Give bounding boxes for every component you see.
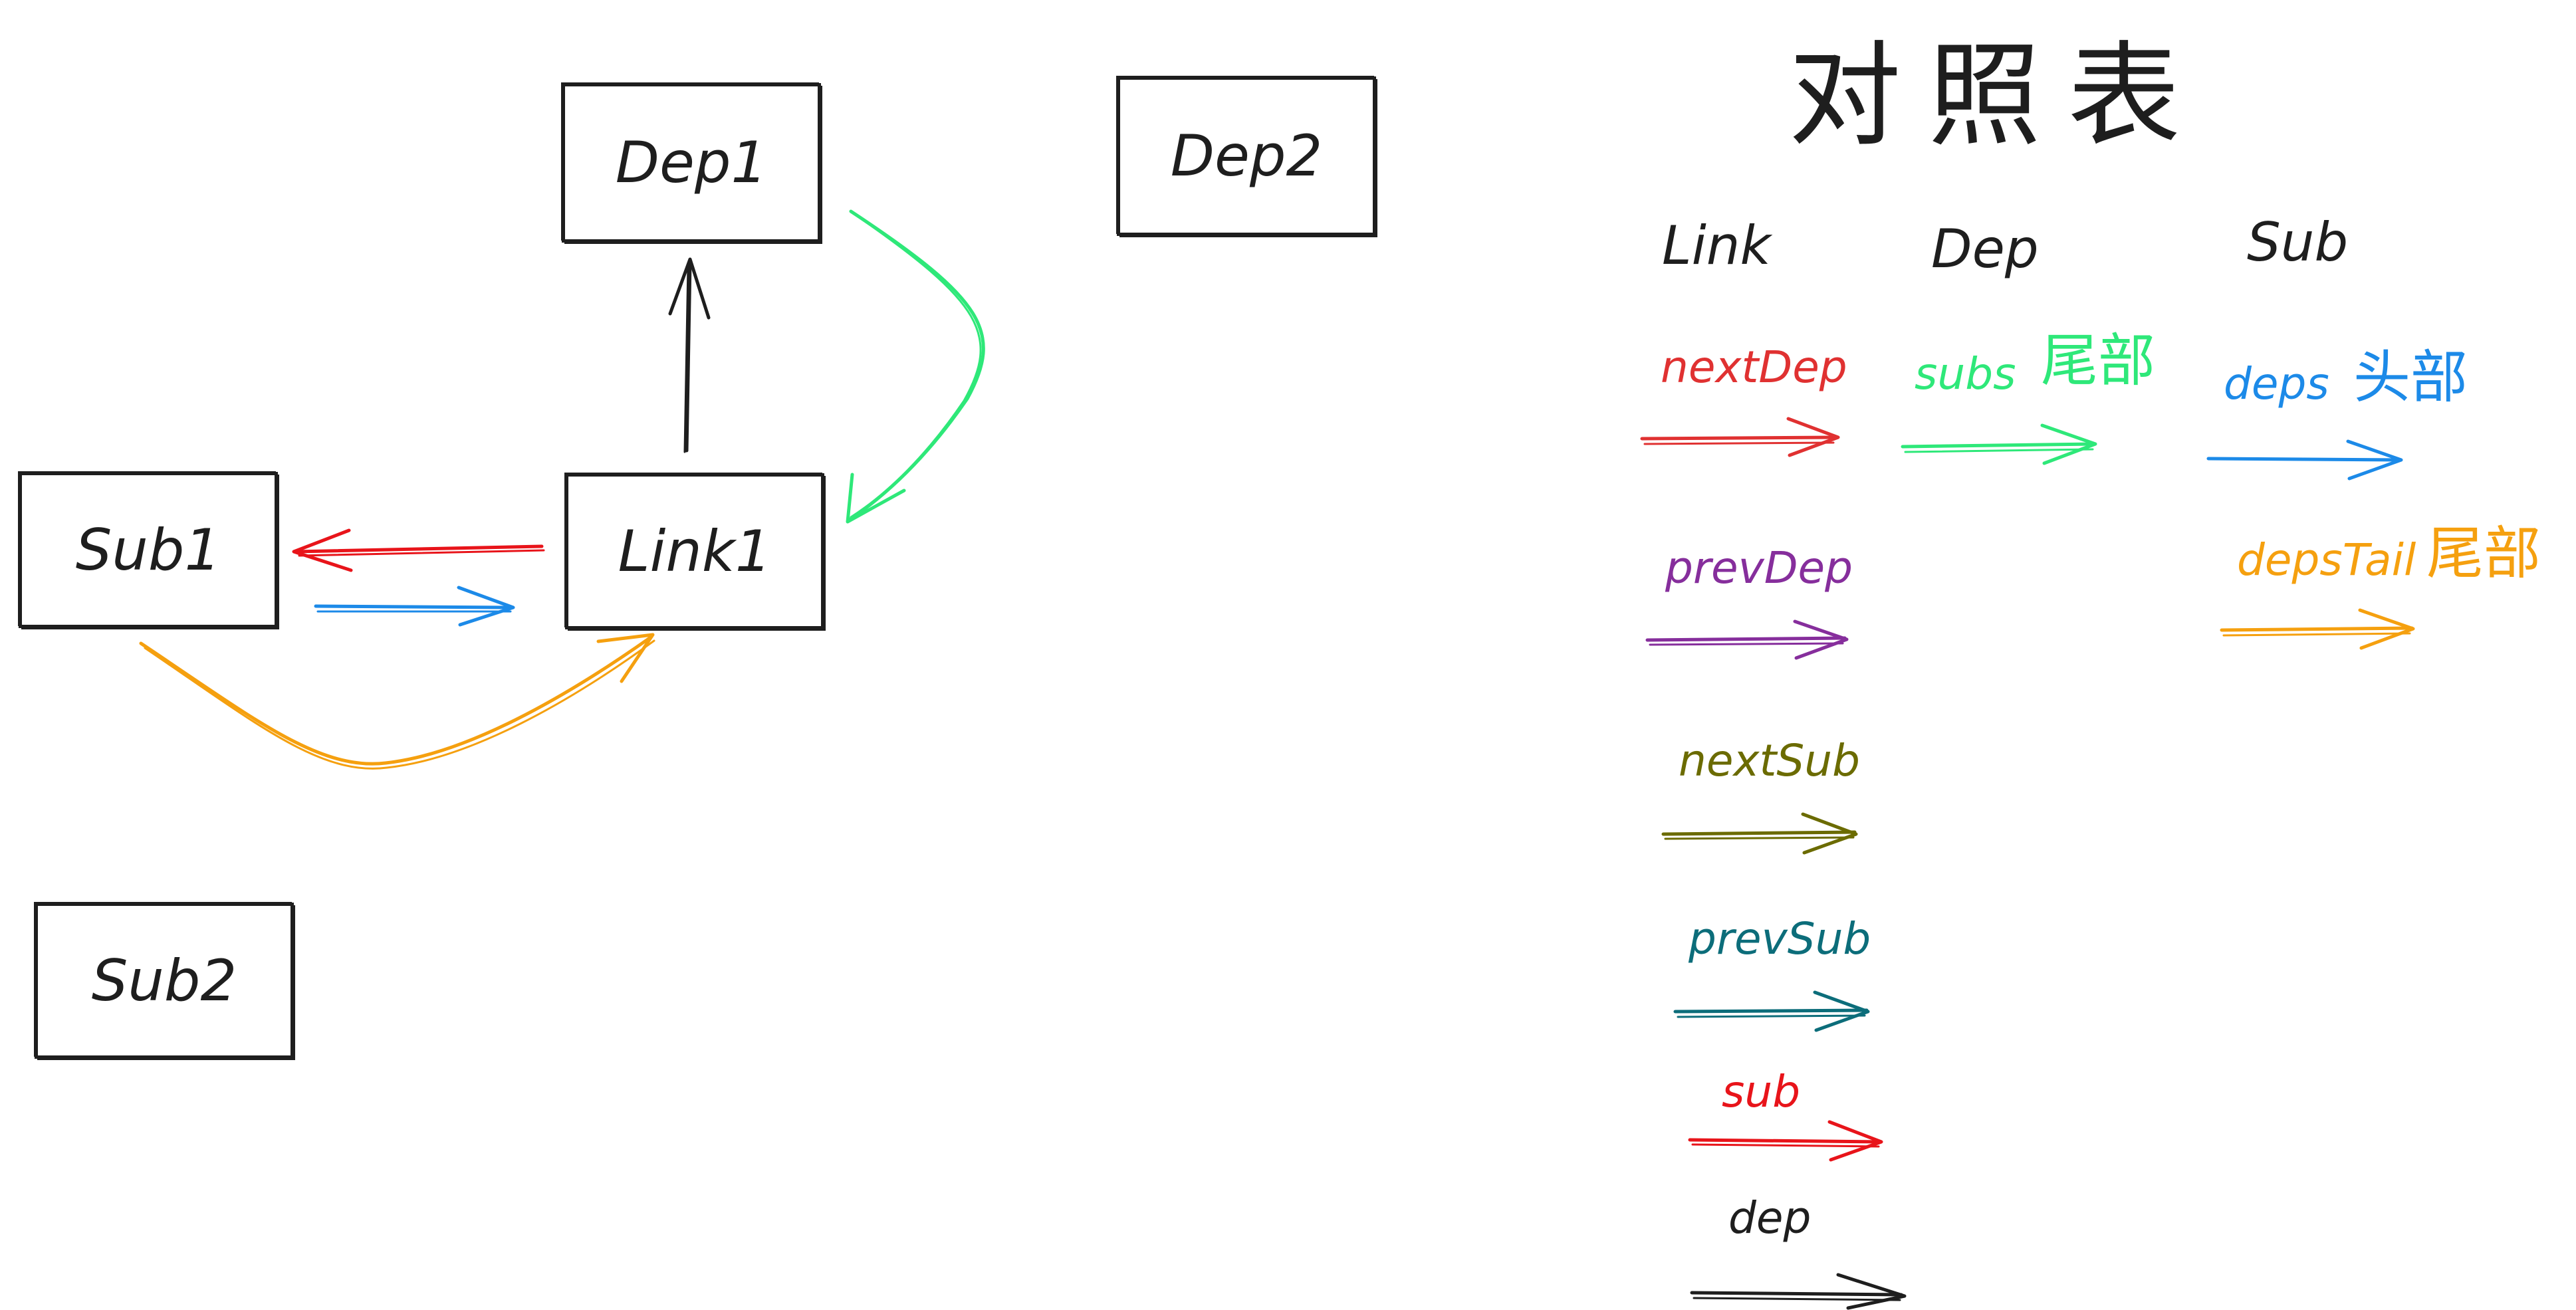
node-link1: Link1: [565, 473, 824, 629]
legend-arrow-subs: [1901, 423, 2097, 465]
node-dep2: Dep2: [1117, 76, 1376, 236]
edge-dep1-link1: [846, 209, 985, 524]
legend-arrow-nextSub: [1661, 812, 1858, 855]
legend-col-dep: Dep: [1931, 218, 2039, 280]
node-dep1-label: Dep1: [615, 130, 768, 196]
legend-arrow-sub: [1688, 1120, 1883, 1162]
legend-link-field-prevDep: prevDep: [1665, 542, 1853, 594]
node-dep1: Dep1: [562, 83, 821, 243]
legend-dep-field-subs-note: 尾部: [2041, 328, 2155, 394]
node-sub2-label: Sub2: [91, 947, 237, 1014]
legend-dep-field-subs: subs: [1915, 348, 2016, 399]
legend-link-field-sub: sub: [1722, 1066, 1801, 1117]
legend-link-field-nextSub: nextSub: [1679, 735, 1860, 786]
legend-sub-field-deps-note: 头部: [2353, 344, 2468, 411]
legend-col-sub: Sub: [2247, 211, 2349, 273]
node-sub1-label: Sub1: [75, 516, 221, 584]
node-dep2-label: Dep2: [1170, 123, 1323, 189]
legend-sub-field-depsTail: depsTail: [2237, 534, 2416, 586]
legend-link-field-nextDep: nextDep: [1661, 342, 1847, 393]
edge-sub1-link1-tail: [139, 633, 655, 770]
legend-arrow-prevDep: [1645, 619, 1849, 660]
legend-title: 对照表: [1788, 31, 2208, 162]
legend-arrow-prevSub: [1673, 990, 1870, 1032]
edge-link1-sub1: [292, 528, 545, 572]
legend-link-field-prevSub: prevSub: [1689, 913, 1871, 964]
node-link1-label: Link1: [618, 518, 772, 585]
legend-col-link: Link: [1662, 215, 1771, 276]
node-sub1: Sub1: [19, 472, 278, 628]
edge-sub1-link1: [314, 586, 515, 627]
legend-arrow-dep: [1690, 1273, 1907, 1310]
legend-arrow-nextDep: [1640, 417, 1840, 457]
edge-link1-dep1: [668, 257, 711, 453]
legend-sub-field-depsTail-note: 尾部: [2426, 520, 2541, 587]
legend-arrow-deps: [2206, 439, 2403, 481]
legend-arrow-depsTail: [2220, 608, 2415, 650]
legend-link-field-dep: dep: [1728, 1192, 1812, 1244]
node-sub2: Sub2: [35, 903, 294, 1059]
legend-sub-field-deps: deps: [2224, 358, 2329, 409]
